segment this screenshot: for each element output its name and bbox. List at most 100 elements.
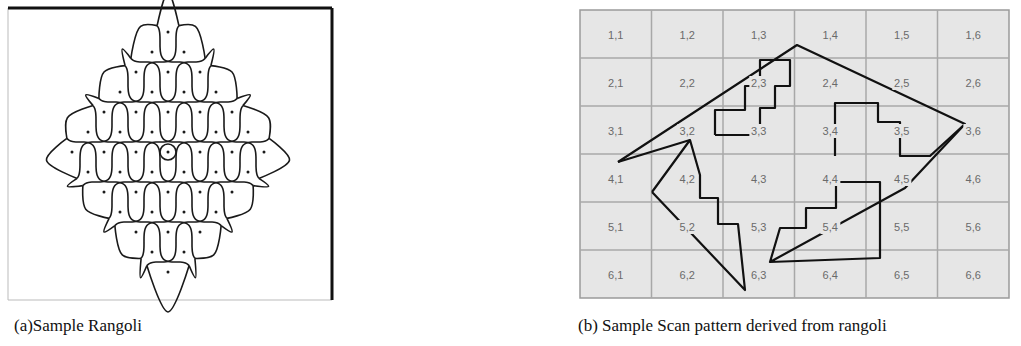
rangoli-dot: [71, 151, 74, 154]
cell-slot: 3,2: [678, 121, 697, 139]
rangoli-line: [205, 49, 214, 65]
rangoli-dot: [151, 91, 154, 94]
rangoli-line: [259, 138, 290, 178]
cell-label: 4,4: [821, 172, 840, 186]
cell-label: 6,5: [892, 268, 911, 282]
rangoli-drawing: [46, 0, 289, 312]
rangoli-dot: [135, 111, 138, 114]
cell-slot: 6,6: [964, 265, 983, 283]
rangoli-line: [195, 226, 221, 259]
scan-path: [618, 45, 965, 262]
cell-slot: 5,3: [749, 217, 768, 235]
cell-slot: 4,1: [606, 169, 625, 187]
rangoli-line: [99, 66, 125, 99]
rangoli-dot: [215, 211, 218, 214]
cell-label: 6,1: [606, 268, 625, 282]
rangoli-dot: [183, 131, 186, 134]
cell-slot: 4,5: [892, 169, 911, 187]
cell-label: 5,5: [892, 220, 911, 234]
caption: (a)Sample Rangoli: [14, 316, 142, 336]
cell-label: 6,6: [964, 268, 983, 282]
cell-label: 1,6: [964, 28, 983, 42]
cell-label: 3,4: [821, 124, 840, 138]
rangoli-dot: [231, 191, 234, 194]
cell-slot: 1,6: [964, 25, 983, 43]
cell-label: 3,2: [678, 124, 697, 138]
rangoli-dot: [167, 191, 170, 194]
rangoli-line: [46, 138, 77, 178]
cell-label: 1,1: [606, 28, 625, 42]
rangoli-dot: [103, 191, 106, 194]
cell-slot: 3,4: [821, 121, 840, 139]
cell-label: 2,4: [821, 76, 840, 90]
rangoli-line: [122, 49, 131, 65]
cell-slot: 3,3: [749, 121, 768, 139]
cell-slot: 3,6: [964, 121, 983, 139]
rangoli-line: [83, 186, 109, 219]
rangoli-line: [227, 186, 253, 219]
scan-path: [835, 103, 965, 156]
scan-path: [652, 140, 745, 290]
cell-label: 2,3: [749, 76, 768, 90]
cell-label: 5,1: [606, 220, 625, 234]
cell-slot: 3,5: [892, 121, 911, 139]
cell-slot: 5,4: [821, 217, 840, 235]
rangoli-dot: [199, 71, 202, 74]
rangoli-dot: [167, 231, 170, 234]
cell-label: 4,2: [678, 172, 697, 186]
cell-slot: 5,1: [606, 217, 625, 235]
cell-label: 4,5: [892, 172, 911, 186]
cell-label: 5,6: [964, 220, 983, 234]
cell-label: 2,6: [964, 76, 983, 90]
cell-slot: 2,1: [606, 73, 625, 91]
cell-slot: 1,1: [606, 25, 625, 43]
rangoli-dot: [119, 131, 122, 134]
rangoli-dot: [183, 171, 186, 174]
rangoli-line: [66, 106, 93, 139]
cell-label: 5,2: [678, 220, 697, 234]
rangoli-dot: [103, 151, 106, 154]
scan-grid: [580, 10, 1009, 298]
cell-label: 1,3: [749, 28, 768, 42]
rangoli-dot: [215, 171, 218, 174]
rangoli-loop: [160, 144, 176, 160]
rangoli-dot: [231, 111, 234, 114]
cell-slot: 6,2: [678, 265, 697, 283]
cell-slot: 3,1: [606, 121, 625, 139]
rangoli-line: [157, 0, 179, 26]
cell-slot: 4,6: [964, 169, 983, 187]
rangoli-dot: [119, 91, 122, 94]
rangoli-line: [179, 25, 205, 59]
cell-slot: 1,5: [892, 25, 911, 43]
rangoli-dot: [199, 151, 202, 154]
rangoli-line: [243, 106, 270, 139]
rangoli-line: [104, 218, 115, 232]
rangoli-dot: [183, 91, 186, 94]
cell-slot: 5,6: [964, 217, 983, 235]
cell-label: 6,4: [821, 268, 840, 282]
cell-slot: 4,4: [821, 169, 840, 187]
cell-slot: 2,2: [678, 73, 697, 91]
rangoli-dot: [87, 131, 90, 134]
cell-label: 1,5: [892, 28, 911, 42]
rangoli-line: [221, 218, 232, 232]
rangoli-dot: [135, 231, 138, 234]
cell-slot: 1,4: [821, 25, 840, 43]
rangoli-dot: [135, 191, 138, 194]
grid-line: [580, 105, 1009, 107]
cell-label: 2,1: [606, 76, 625, 90]
cell-label: 2,2: [678, 76, 697, 90]
rangoli-dot: [151, 251, 154, 254]
cell-label: 3,1: [606, 124, 625, 138]
rangoli-dot: [167, 271, 170, 274]
rangoli-dot: [167, 31, 170, 34]
cell-label: 4,6: [964, 172, 983, 186]
rangoli-dot: [199, 111, 202, 114]
rangoli-dot: [135, 71, 138, 74]
cell-label: 3,3: [749, 124, 768, 138]
cell-label: 3,5: [892, 124, 911, 138]
cell-slot: 5,2: [678, 217, 697, 235]
caption: (b) Sample Scan pattern derived from ran…: [578, 316, 887, 336]
picture-frame: [8, 8, 332, 300]
cell-label: 4,1: [606, 172, 625, 186]
